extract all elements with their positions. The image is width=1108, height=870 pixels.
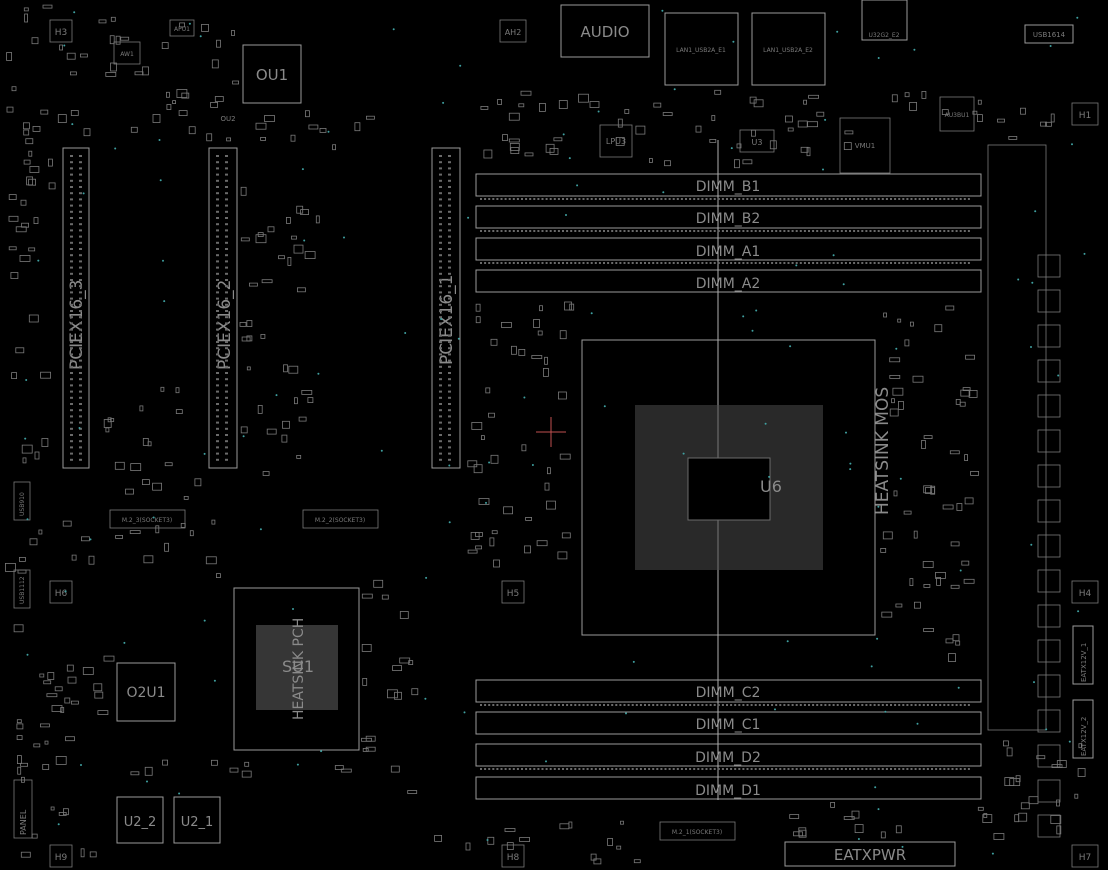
m2-socket-1: M.2_1(SOCKET3) (659, 821, 736, 841)
eatx12v-2-connector: EATX12V_2 (1072, 699, 1094, 759)
dimm-slot-a2: DIMM_A2 (475, 269, 982, 293)
cpu-socket: U6 (581, 140, 876, 800)
mount-hole-h6: H6 (49, 580, 73, 604)
chip-u2-1: U2_1 (173, 796, 221, 844)
svg-text:H3: H3 (55, 28, 68, 38)
svg-text:EATXPWR: EATXPWR (834, 846, 906, 864)
pcie-slot-3: PCIEX16_3 (62, 147, 90, 469)
chip-ou2-label: OU2 (220, 115, 235, 123)
svg-text:LAN1_USB2A_E2: LAN1_USB2A_E2 (763, 47, 813, 54)
usb-connector-1614: USB1614 (1024, 24, 1074, 44)
pcie-slot-2: PCIEX16_2 (208, 147, 238, 469)
lan-usb-connector-2: LAN1_USB2A_E2 (751, 12, 826, 86)
svg-text:O2U1: O2U1 (126, 685, 165, 701)
pch-area: SU1 HEATSINK PCH (233, 587, 360, 751)
chip-o2u1: O2U1 (116, 662, 176, 722)
svg-text:EATX12V_2: EATX12V_2 (1080, 717, 1088, 756)
svg-text:H6: H6 (55, 589, 68, 599)
origin-marker (536, 417, 566, 447)
usb910-header: USB910 (13, 481, 31, 521)
svg-text:U2_2: U2_2 (124, 815, 157, 830)
svg-text:M.2_3(SOCKET3): M.2_3(SOCKET3) (122, 517, 172, 524)
cpu-label: U6 (760, 477, 782, 496)
dimm-a1-label: DIMM_A1 (696, 244, 761, 260)
svg-text:H5: H5 (507, 589, 520, 599)
usb1112-header: USB1112 (13, 569, 31, 609)
heatsink-mos-label: HEATSINK MOS (873, 387, 893, 515)
svg-text:H9: H9 (55, 853, 68, 863)
dimm-slot-a1: DIMM_A1 (475, 237, 982, 261)
svg-text:H8: H8 (507, 853, 520, 863)
svg-text:USB1112: USB1112 (19, 576, 26, 604)
mount-hole-h5: H5 (501, 580, 525, 604)
vrm-area (987, 144, 1047, 731)
pcie-slot-2-label: PCIEX16_2 (215, 280, 235, 370)
dimm-c2-label: DIMM_C2 (696, 685, 761, 701)
component-pads (5, 4, 1086, 865)
svg-text:USB1614: USB1614 (1033, 31, 1066, 39)
part-au3bu1: AU3BU1 (939, 96, 975, 132)
part-apu1: APU1 (169, 19, 195, 37)
svg-text:U32G2_E2: U32G2_E2 (868, 32, 899, 39)
mount-hole-h3: H3 (49, 19, 73, 43)
panel-header: PANEL (13, 779, 33, 839)
svg-text:H4: H4 (1079, 589, 1092, 599)
svg-text:M.2_1(SOCKET3): M.2_1(SOCKET3) (672, 829, 722, 836)
mount-hole-h7: H7 (1071, 844, 1099, 868)
audio-connector: AUDIO (560, 4, 650, 58)
dimm-c1-label: DIMM_C1 (696, 717, 761, 733)
eatx12v-1-connector: EATX12V_1 (1072, 625, 1094, 685)
dimm-b2-label: DIMM_B2 (696, 211, 761, 227)
svg-text:H1: H1 (1079, 111, 1092, 121)
m2-socket-3: M.2_3(SOCKET3) (109, 509, 186, 529)
pcie-slot-1-label: PCIEX16_1 (437, 275, 457, 365)
svg-text:OU1: OU1 (256, 66, 288, 84)
svg-text:M.2_2(SOCKET3): M.2_2(SOCKET3) (315, 517, 365, 524)
heatsink-pch-label: HEATSINK PCH (291, 618, 307, 720)
svg-text:PANEL: PANEL (19, 809, 28, 835)
svg-text:U2_1: U2_1 (181, 815, 214, 830)
svg-text:AH2: AH2 (505, 28, 522, 37)
usb-connector-u32g2: U32G2_E2 (861, 0, 908, 41)
mount-hole-h9: H9 (49, 844, 73, 868)
dimm-slot-b1: DIMM_B1 (475, 173, 982, 197)
dimm-d2-label: DIMM_D2 (695, 750, 761, 766)
part-ah2: AH2 (499, 19, 527, 43)
dimm-slot-c2: DIMM_C2 (475, 679, 982, 703)
svg-text:EATX12V_1: EATX12V_1 (1080, 643, 1088, 682)
dimm-slot-c1: DIMM_C1 (475, 711, 982, 735)
part-aw1: AW1 (113, 41, 141, 65)
svg-text:AUDIO: AUDIO (580, 23, 629, 41)
dimm-b1-label: DIMM_B1 (696, 179, 761, 195)
dimm-a2-label: DIMM_A2 (696, 276, 761, 292)
dimm-slot-b2: DIMM_B2 (475, 205, 982, 229)
mount-hole-h4: H4 (1071, 580, 1099, 604)
pcie-slot-1: PCIEX16_1 (431, 147, 461, 469)
svg-text:AU3BU1: AU3BU1 (945, 112, 970, 119)
svg-text:USB910: USB910 (19, 492, 26, 516)
part-vmu1: VMU1 (839, 117, 891, 174)
pch-chip-label: SU1 (282, 657, 314, 676)
chip-u2-2: U2_2 (116, 796, 164, 844)
svg-text:H7: H7 (1079, 853, 1092, 863)
svg-text:APU1: APU1 (174, 26, 190, 33)
mount-hole-h1: H1 (1071, 102, 1099, 126)
lan-usb-connector-1: LAN1_USB2A_E1 (664, 12, 739, 86)
svg-text:LAN1_USB2A_E1: LAN1_USB2A_E1 (676, 47, 726, 54)
dimm-d1-label: DIMM_D1 (695, 783, 761, 799)
part-u3: U3 (739, 129, 775, 153)
svg-text:AW1: AW1 (120, 51, 134, 58)
svg-text:VMU1: VMU1 (855, 142, 875, 150)
chip-ou1: OU1 (242, 44, 302, 104)
m2-socket-2: M.2_2(SOCKET3) (302, 509, 379, 529)
svg-text:U3: U3 (752, 138, 763, 147)
eatxpwr-connector: EATXPWR (784, 841, 956, 867)
dimm-slot-d1: DIMM_D1 (475, 776, 982, 800)
dimm-slot-d2: DIMM_D2 (475, 743, 982, 767)
